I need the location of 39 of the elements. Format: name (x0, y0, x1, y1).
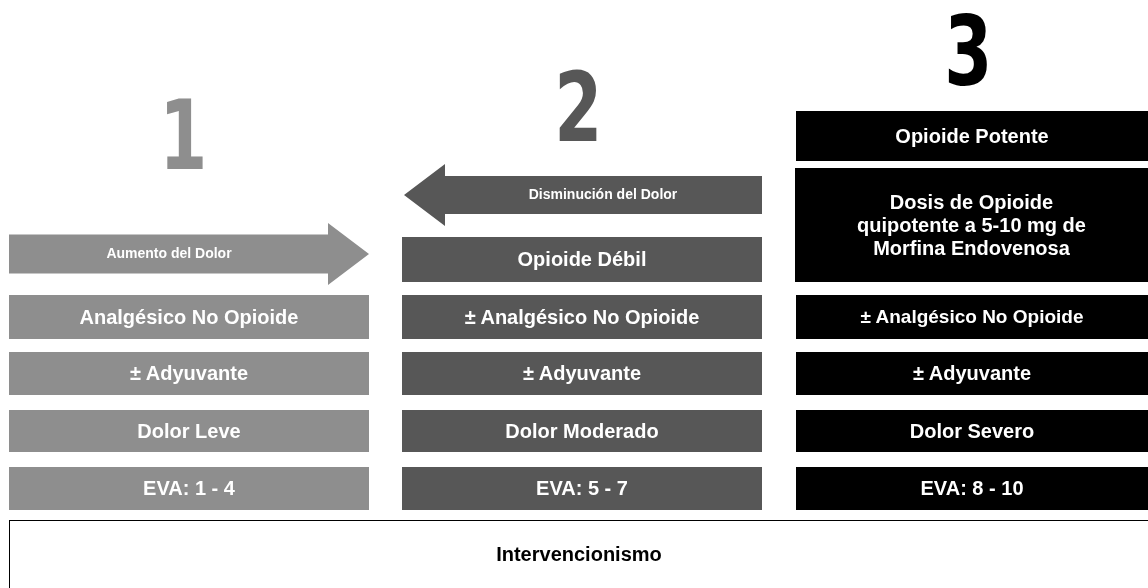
step-number: 1 (159, 88, 208, 184)
box-label: ± Adyuvante (522, 362, 641, 385)
box-label: ± Adyuvante (912, 362, 1031, 385)
box-label: Dolor Leve (137, 419, 241, 443)
block-arrow (9, 223, 369, 285)
step-box (402, 467, 762, 510)
box-label: ± Analgésico No Opioide (860, 306, 1084, 328)
box-label: Opioide Débil (517, 248, 647, 271)
step-box (9, 352, 369, 395)
step-number: 3 (944, 4, 993, 100)
step-box (796, 111, 1148, 161)
step-box (402, 237, 762, 282)
step-box (796, 352, 1148, 395)
step-box (795, 168, 1148, 282)
step-number: 2 (554, 60, 603, 156)
step-box (796, 295, 1148, 339)
step-box (9, 410, 369, 452)
step-box (9, 295, 369, 339)
box-label: ± Analgésico No Opioide (464, 305, 700, 329)
box-label: EVA: 8 - 10 (920, 477, 1024, 500)
block-arrow (404, 164, 762, 226)
step-box (796, 467, 1148, 510)
base-box (9, 520, 1148, 588)
step-box (9, 467, 369, 510)
box-label: Opioide Potente (895, 124, 1049, 148)
box-label: Intervencionismo (496, 543, 662, 566)
edge-label: Disminución del Dolor (528, 186, 678, 202)
box-label: ± Adyuvante (129, 362, 248, 385)
box-label: EVA: 5 - 7 (536, 477, 628, 500)
box-label: Dosis de Opioide quipotente a 5-10 mg de Morfina Endovenosa (856, 190, 1087, 260)
box-label: Dolor Moderado (505, 419, 659, 443)
edge-label: Aumento del Dolor (106, 245, 232, 261)
box-label: Analgésico No Opioide (79, 305, 299, 329)
box-label: EVA: 1 - 4 (143, 477, 235, 500)
step-box (796, 410, 1148, 452)
box-label: Dolor Severo (909, 419, 1035, 443)
step-box (402, 295, 762, 339)
step-box (402, 352, 762, 395)
step-box (402, 410, 762, 452)
